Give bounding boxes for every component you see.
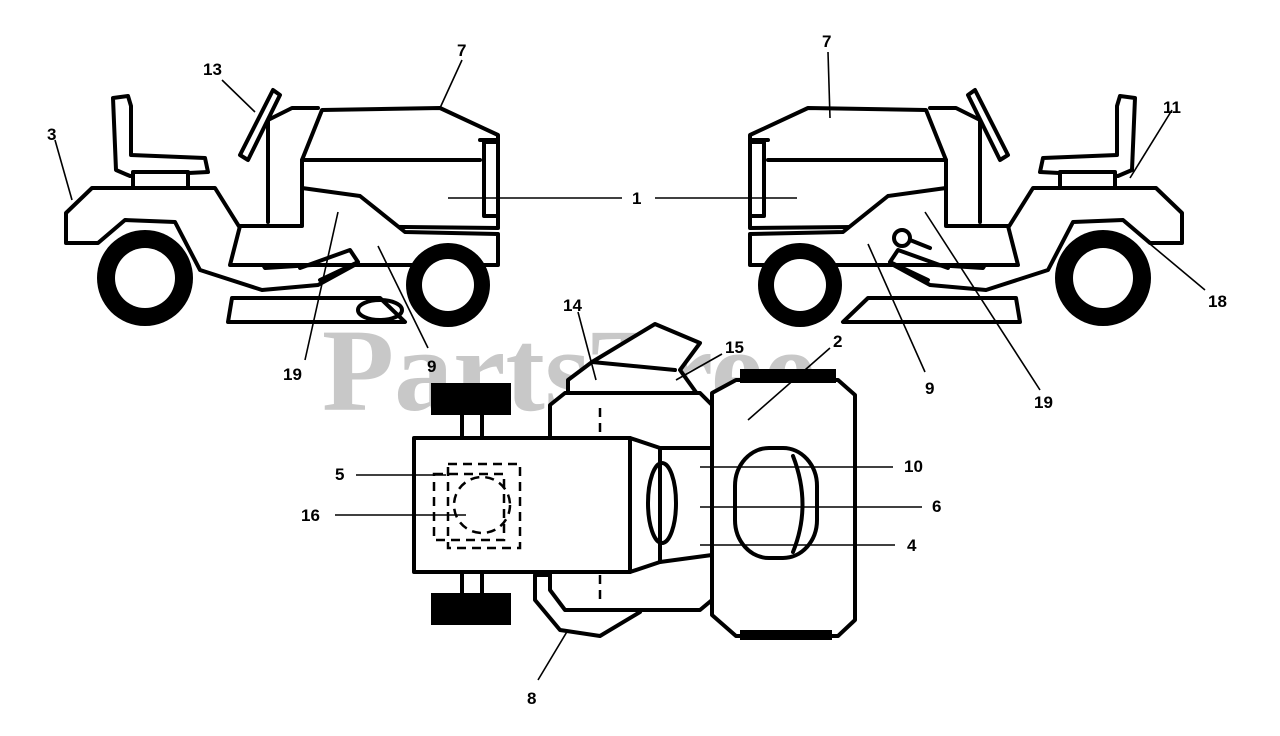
callout-19-right: 19	[1034, 393, 1053, 412]
callout-4: 4	[907, 536, 917, 555]
callout-5: 5	[335, 465, 344, 484]
callout-16: 16	[301, 506, 320, 525]
leader-lines	[54, 51, 1206, 681]
callout-19-left: 19	[283, 365, 302, 384]
callout-7-left: 7	[457, 41, 466, 60]
callout-2: 2	[833, 332, 842, 351]
callout-14: 14	[563, 296, 582, 315]
callout-7-right: 7	[822, 32, 831, 51]
right-side-view-tractor	[748, 88, 1184, 327]
callout-9-left: 9	[427, 357, 436, 376]
top-view-tractor	[412, 322, 857, 640]
callout-10: 10	[904, 457, 923, 476]
callout-3: 3	[47, 125, 56, 144]
callout-1: 1	[632, 189, 641, 208]
callout-13: 13	[203, 60, 222, 79]
callout-8: 8	[527, 689, 536, 708]
left-side-view-tractor	[64, 88, 500, 327]
ignition-key-icon	[892, 228, 932, 250]
callout-9-right: 9	[925, 379, 934, 398]
callout-6: 6	[932, 497, 941, 516]
callout-18: 18	[1208, 292, 1227, 311]
callout-15: 15	[725, 338, 744, 357]
callout-11: 11	[1163, 98, 1181, 117]
